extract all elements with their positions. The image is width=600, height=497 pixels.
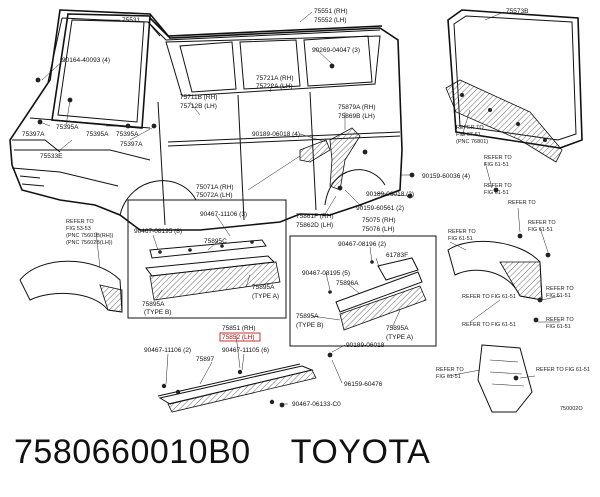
ref-fig-67-61: REFER TO FIG 67-61 (PNC 76801) (456, 125, 488, 145)
label-75071a-rh: 75071A (RH) (196, 184, 234, 191)
label-75895c: 75895C (204, 238, 227, 245)
type-b-box (127, 199, 287, 319)
label-90159-60561: 90159-60561 (2) (356, 205, 404, 212)
mud-guard (477, 344, 533, 413)
label-75533e: 75533E (40, 153, 63, 160)
label-75711b-rh: 75711B (RH) (180, 94, 217, 101)
label-90467-08196: 90467-08196 (2) (338, 241, 386, 248)
label-75895a-b1: 75895A (142, 301, 165, 308)
ref-fig-61-51-i: REFER TO FIG 61-51 (546, 317, 575, 330)
label-90467-08195-5: 90467-08195 (5) (302, 270, 350, 277)
label-type-a-2: (TYPE A) (386, 334, 413, 341)
label-90164-40093: 90164-40093 (4) (62, 57, 110, 64)
ref-fig-61-51-a: REFER TO FIG 61-51 (484, 155, 513, 168)
reference-notes: REFER TO FIG 67-61 (PNC 76801) REFER TO … (66, 125, 590, 380)
label-75869b-lh: 75869B (LH) (338, 113, 375, 120)
label-type-b-1: (TYPE B) (144, 309, 171, 316)
label-90189-06018-2: 90189-06018 (2) (366, 191, 414, 198)
label-90467-08195-8: 90467-08195 (8) (134, 228, 182, 235)
label-90467-11106-2: 90467-11106 (2) (144, 347, 191, 354)
label-type-a-1: (TYPE A) (252, 293, 279, 300)
figure-code: 750002O (560, 406, 583, 412)
label-75395a-1: 75395A (56, 124, 79, 131)
label-75895a-a2: 75895A (386, 325, 409, 332)
label-75897: 75897 (196, 356, 214, 363)
ref-fig-61-51-b: REFER TO FIG 61-51 (484, 183, 513, 196)
label-75551-rh: 75551 (RH) (314, 8, 348, 15)
label-75552-lh: 75552 (LH) (314, 17, 347, 24)
label-75397a-1: 75397A (22, 131, 45, 138)
ref-fig-61-51-g: REFER TO FIG 61-51 (462, 294, 516, 300)
label-90159-60036: 90159-60036 (4) (422, 173, 470, 180)
ref-fig-61-51-d: REFER TO (508, 200, 536, 206)
label-61783f: 61783F (386, 252, 408, 259)
label-90467-11106-3: 90467-11106 (3) (200, 211, 247, 218)
label-75861f-rh: 75861F (RH) (296, 213, 334, 220)
label-75395a-3: 75395A (116, 131, 139, 138)
label-type-b-2: (TYPE B) (296, 322, 323, 329)
roof-moulding (147, 17, 383, 41)
parts-diagram: 75531 75551 (RH) 75552 (LH) 75573B 90164… (9, 8, 590, 413)
ref-fig-61-51-c: REFER TO FIG 61-51 (448, 229, 477, 242)
ref-fig-61-51-f: REFER TO FIG 61-51 (546, 286, 575, 299)
caption: 7580660010B0 TOYOTA (14, 433, 430, 472)
label-90269-04047: 90269-04047 (3) (312, 47, 360, 54)
label-75896a: 75896A (336, 280, 359, 287)
windshield-moulding (51, 13, 151, 129)
label-90467-11105: 90467-11105 (6) (222, 347, 269, 354)
label-75395a-2: 75395A (86, 131, 109, 138)
highlight-box (219, 332, 261, 342)
label-75895a-a1: 75895A (252, 284, 275, 291)
ref-fig-61-51-j: REFER TO FIG 61-51 (436, 367, 465, 380)
label-75879a-rh: 75879A (RH) (338, 104, 376, 111)
label-90189-06018-b: 90189-06018 (346, 342, 385, 349)
part-number-caption: 7580660010B0 (14, 433, 251, 471)
ref-fig-53-53: REFER TO FIG 53-53 (PNC 75601B(RH)) (PNC… (66, 219, 115, 246)
type-a-box (289, 235, 437, 347)
label-75072a-lh: 75072A (LH) (196, 192, 233, 199)
brand-caption: TOYOTA (290, 433, 431, 471)
ref-fig-61-51-e: REFER TO FIG 61-51 (528, 220, 557, 233)
label-96159-60476: 96159-60476 (344, 381, 383, 388)
label-90189-06018-4: 90189-06018 (4) (252, 131, 300, 138)
label-75712b-lh: 75712B (LH) (180, 103, 217, 110)
label-75851-rh: 75851 (RH) (222, 325, 256, 332)
label-75076-lh: 75076 (LH) (362, 226, 395, 233)
ref-fig-61-51-k: REFER TO FIG 61-51 (536, 367, 590, 373)
leader-lines (39, 11, 561, 405)
label-75573b: 75573B (506, 8, 528, 15)
label-75852-lh: 75852 (LH) (222, 334, 255, 341)
label-75531: 75531 (122, 17, 140, 24)
label-75862d-lh: 75862D (LH) (296, 222, 333, 229)
rocker-moulding (157, 363, 317, 413)
part-labels: 75531 75551 (RH) 75552 (LH) 75573B 90164… (22, 8, 528, 408)
label-75895a-b2: 75895A (296, 313, 319, 320)
label-75722a-lh: 75722A (LH) (256, 83, 293, 90)
label-75721a-rh: 75721A (RH) (256, 75, 294, 82)
label-90467-06133-c0: 90467-06133-C0 (292, 401, 341, 408)
label-75075-rh: 75075 (RH) (362, 217, 396, 224)
label-75397a-2: 75397A (120, 141, 143, 148)
ref-fig-61-51-h: REFER TO FIG 61-51 (462, 322, 516, 328)
wheel-arch-mouldings (19, 127, 543, 313)
rear-garnish (445, 79, 563, 163)
